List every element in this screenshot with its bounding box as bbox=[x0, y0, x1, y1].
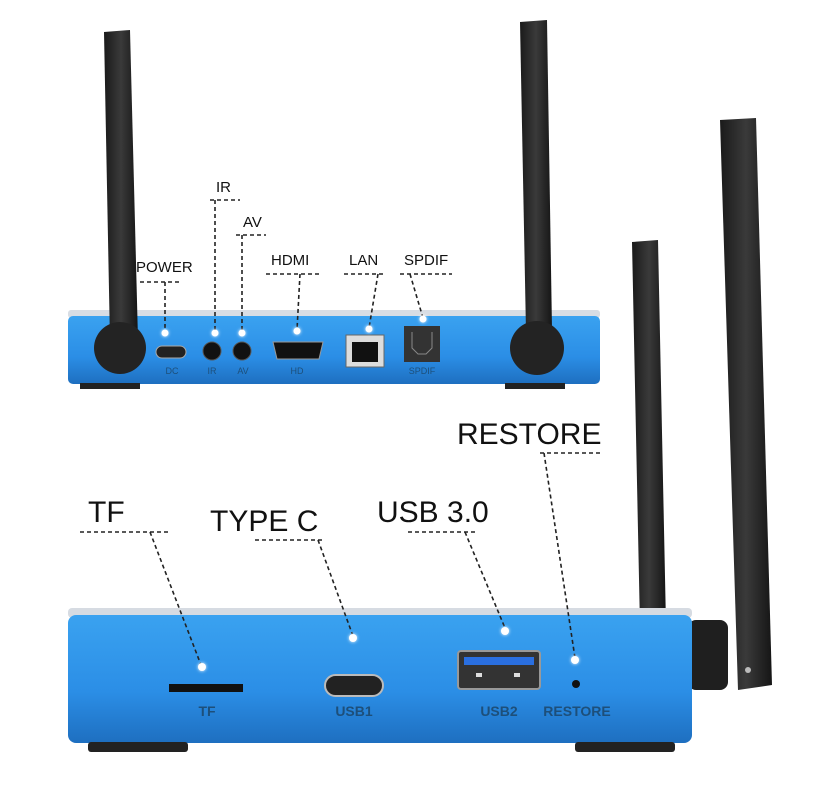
device-body bbox=[68, 316, 600, 384]
antenna-icon bbox=[688, 118, 772, 690]
top-callouts: POWER IR AV HDMI LAN SPDIF bbox=[136, 179, 452, 337]
callout-hdmi: HDMI bbox=[271, 252, 309, 269]
callout-tf: TF bbox=[88, 496, 125, 529]
callout-power: POWER bbox=[136, 259, 193, 276]
ir-port bbox=[202, 341, 222, 361]
av-port bbox=[232, 341, 252, 361]
port-mark: AV bbox=[237, 366, 248, 376]
tf-slot bbox=[169, 684, 243, 692]
callout-ir: IR bbox=[216, 179, 231, 196]
port-mark: TF bbox=[198, 703, 216, 719]
usb3-port bbox=[457, 650, 541, 690]
restore-button bbox=[572, 680, 580, 688]
top-device: DC IR AV HD SPDIF bbox=[68, 20, 600, 389]
bottom-device: TF USB1 USB2 RESTORE bbox=[68, 118, 772, 752]
port-mark: IR bbox=[208, 366, 218, 376]
callout-spdif: SPDIF bbox=[404, 252, 448, 269]
spdif-port bbox=[404, 326, 440, 362]
callout-usb3: USB 3.0 bbox=[377, 496, 489, 529]
callout-av: AV bbox=[243, 214, 262, 231]
port-mark: USB2 bbox=[480, 703, 518, 719]
dc-port bbox=[155, 345, 187, 359]
port-mark: HD bbox=[291, 366, 304, 376]
callout-type-c: TYPE C bbox=[210, 505, 318, 538]
port-mark: SPDIF bbox=[409, 366, 436, 376]
antenna-icon bbox=[510, 20, 564, 375]
usb-c-port bbox=[324, 674, 384, 697]
port-mark: DC bbox=[166, 366, 179, 376]
antenna-icon bbox=[632, 240, 666, 627]
callout-restore: RESTORE bbox=[457, 418, 601, 451]
bottom-callouts: RESTORE TF TYPE C USB 3.0 bbox=[80, 418, 602, 671]
port-mark: USB1 bbox=[335, 703, 373, 719]
antenna-icon bbox=[94, 30, 146, 374]
hdmi-port bbox=[272, 341, 324, 360]
callout-lan: LAN bbox=[349, 252, 378, 269]
port-mark: RESTORE bbox=[543, 703, 610, 719]
